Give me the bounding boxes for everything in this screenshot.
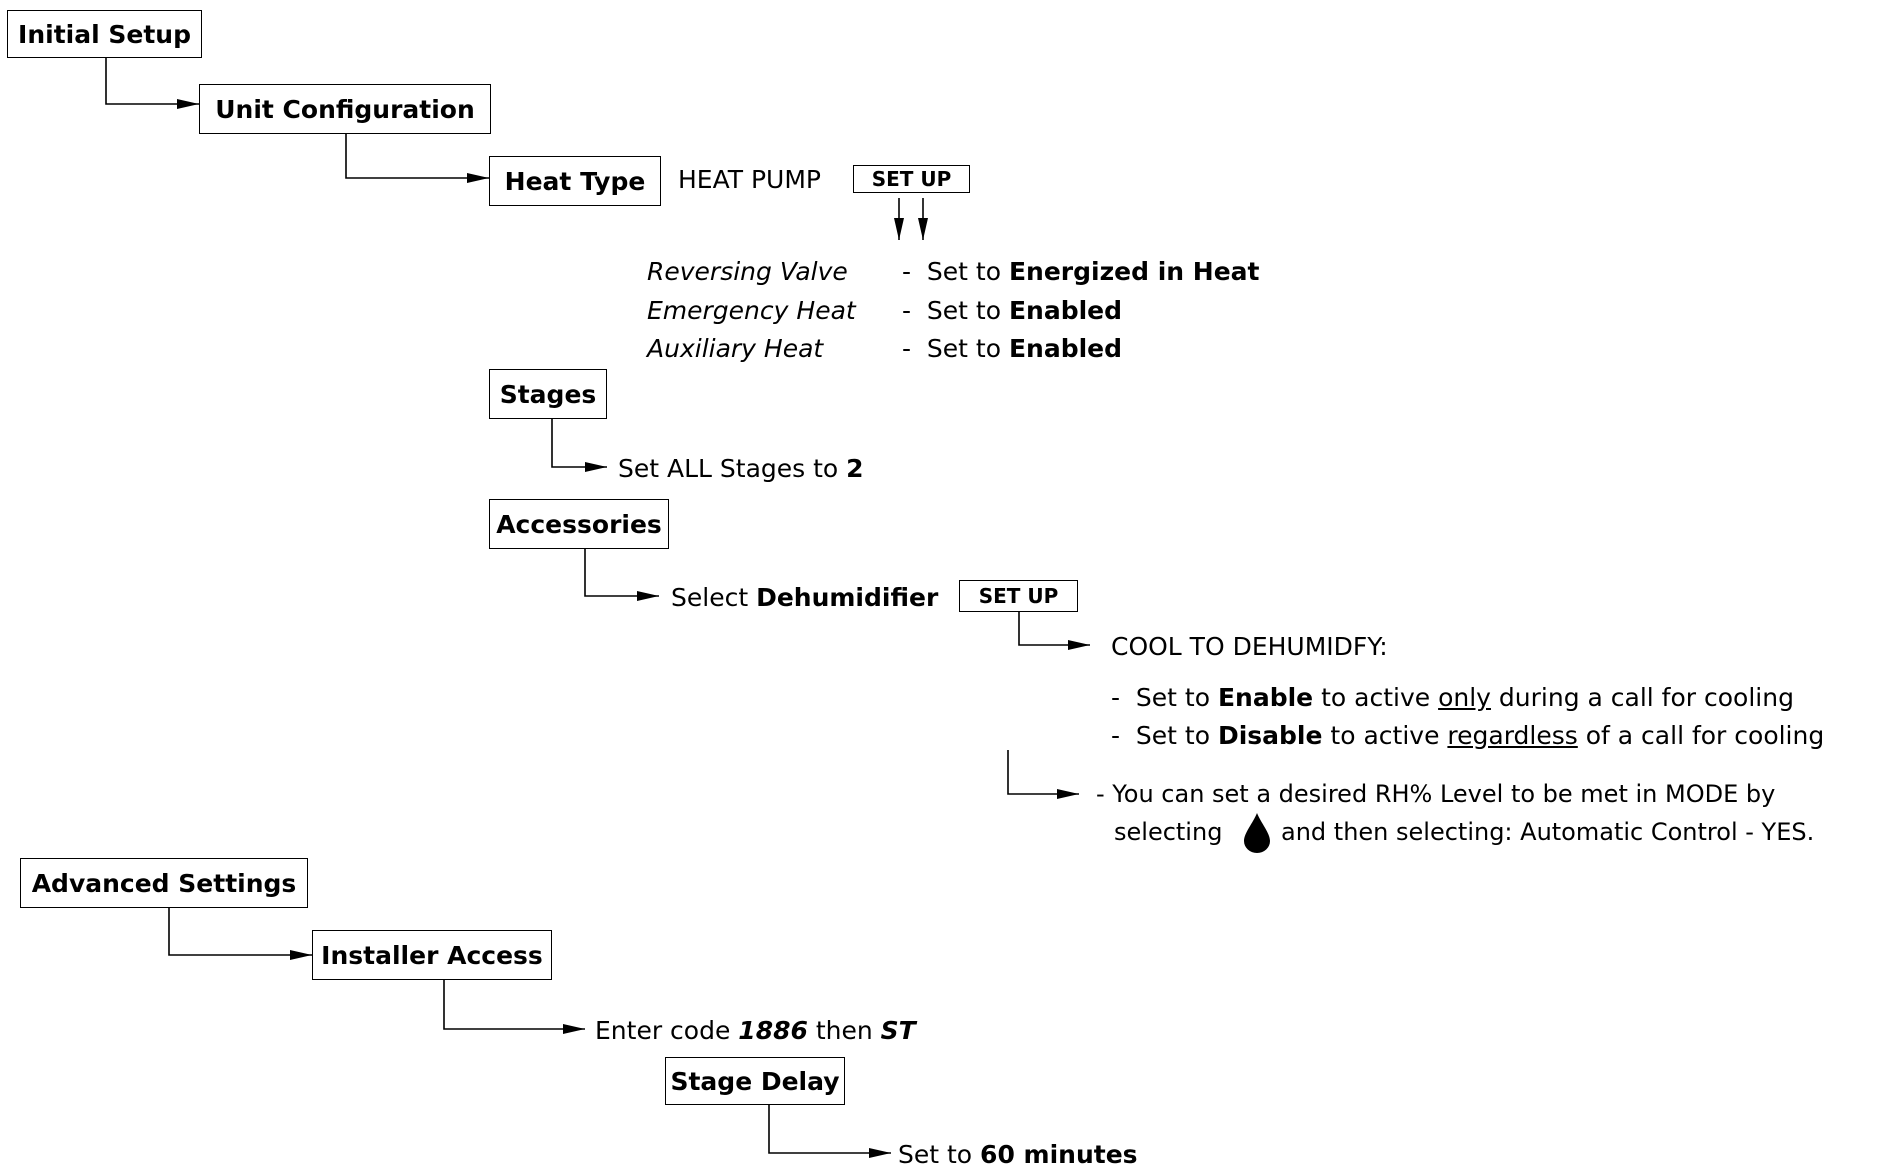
advanced-settings-box: Advanced Settings xyxy=(20,858,308,908)
instruction-prefix: Select xyxy=(671,583,757,612)
installer-access-box: Installer Access xyxy=(312,930,552,980)
accessories-instruction: Select Dehumidifier xyxy=(671,585,938,610)
setting-value-auxiliary-heat: - Set to Enabled xyxy=(902,336,1122,361)
water-drop-icon xyxy=(1244,813,1270,853)
setting-prefix: - Set to xyxy=(902,334,1009,363)
dehumidify-heading: COOL TO DEHUMIDFY: xyxy=(1111,632,1388,661)
setting-value-emergency-heat: - Set to Enabled xyxy=(902,298,1122,323)
line-bold: Disable xyxy=(1217,721,1323,750)
initial-setup-box: Initial Setup xyxy=(7,10,202,58)
setting-label-emergency-heat: Emergency Heat xyxy=(647,296,856,325)
stage-delay-box: Stage Delay xyxy=(665,1057,845,1105)
line-text: during a call for cooling xyxy=(1490,683,1794,712)
connector-stages xyxy=(551,418,607,472)
connector-initial-to-unit xyxy=(105,50,199,109)
unit-configuration-box: Unit Configuration xyxy=(199,84,491,134)
setting-prefix: - Set to xyxy=(902,296,1009,325)
line-underline: only xyxy=(1438,683,1491,712)
setting-label-reversing-valve: Reversing Valve xyxy=(647,257,848,286)
instruction-prefix: Enter code xyxy=(595,1016,739,1045)
instruction-prefix: Set ALL Stages to xyxy=(618,454,847,483)
dehumidify-enable-line: - Set to Enable to active only during a … xyxy=(1111,685,1794,710)
stages-box: Stages xyxy=(489,369,607,419)
connector-accessories xyxy=(584,548,659,601)
line-text: of a call for cooling xyxy=(1577,721,1825,750)
connector-advanced-to-installer xyxy=(168,908,312,960)
setting-label-auxiliary-heat: Auxiliary Heat xyxy=(647,334,824,363)
instruction-value: 60 minutes xyxy=(980,1140,1138,1169)
installer-key: ST xyxy=(880,1016,916,1045)
instruction-value: 2 xyxy=(846,454,864,483)
line-text: to active xyxy=(1322,721,1448,750)
connector-rh-level xyxy=(1007,750,1079,799)
rh-level-line-2b: and then selecting: Automatic Control - … xyxy=(1281,818,1815,846)
line-underline: regardless xyxy=(1447,721,1578,750)
installer-code: 1886 xyxy=(738,1016,808,1045)
accessories-box: Accessories xyxy=(489,499,669,549)
line-text: - Set to xyxy=(1111,721,1218,750)
setup-button-dehumidifier: SET UP xyxy=(959,580,1078,612)
instruction-text: then xyxy=(807,1016,881,1045)
stages-instruction: Set ALL Stages to 2 xyxy=(618,456,864,481)
connector-stagedelay xyxy=(768,1105,891,1158)
line-text: to active xyxy=(1313,683,1439,712)
setting-value: Enabled xyxy=(1008,334,1123,363)
setting-value: Enabled xyxy=(1008,296,1123,325)
connector-unit-to-heattype xyxy=(345,132,489,183)
connector-installer-to-code xyxy=(443,980,585,1034)
dehumidify-disable-line: - Set to Disable to active regardless of… xyxy=(1111,723,1824,748)
line-text: - Set to xyxy=(1111,683,1218,712)
setting-value: Energized in Heat xyxy=(1008,257,1260,286)
instruction-prefix: Set to xyxy=(898,1140,981,1169)
setup-button-heat: SET UP xyxy=(853,165,970,193)
heat-type-box: Heat Type xyxy=(489,156,661,206)
instruction-value: Dehumidifier xyxy=(756,583,939,612)
connector-setup-to-dehumidify xyxy=(1018,612,1090,650)
heat-type-value: HEAT PUMP xyxy=(678,165,821,194)
setting-prefix: - Set to xyxy=(902,257,1009,286)
line-bold: Enable xyxy=(1217,683,1314,712)
rh-level-line-1: - You can set a desired RH% Level to be … xyxy=(1096,780,1776,808)
rh-level-line-2a: selecting xyxy=(1114,818,1223,846)
installer-instruction: Enter code 1886 then ST xyxy=(595,1018,916,1043)
setting-value-reversing-valve: - Set to Energized in Heat xyxy=(902,259,1259,284)
stage-delay-instruction: Set to 60 minutes xyxy=(898,1142,1138,1167)
